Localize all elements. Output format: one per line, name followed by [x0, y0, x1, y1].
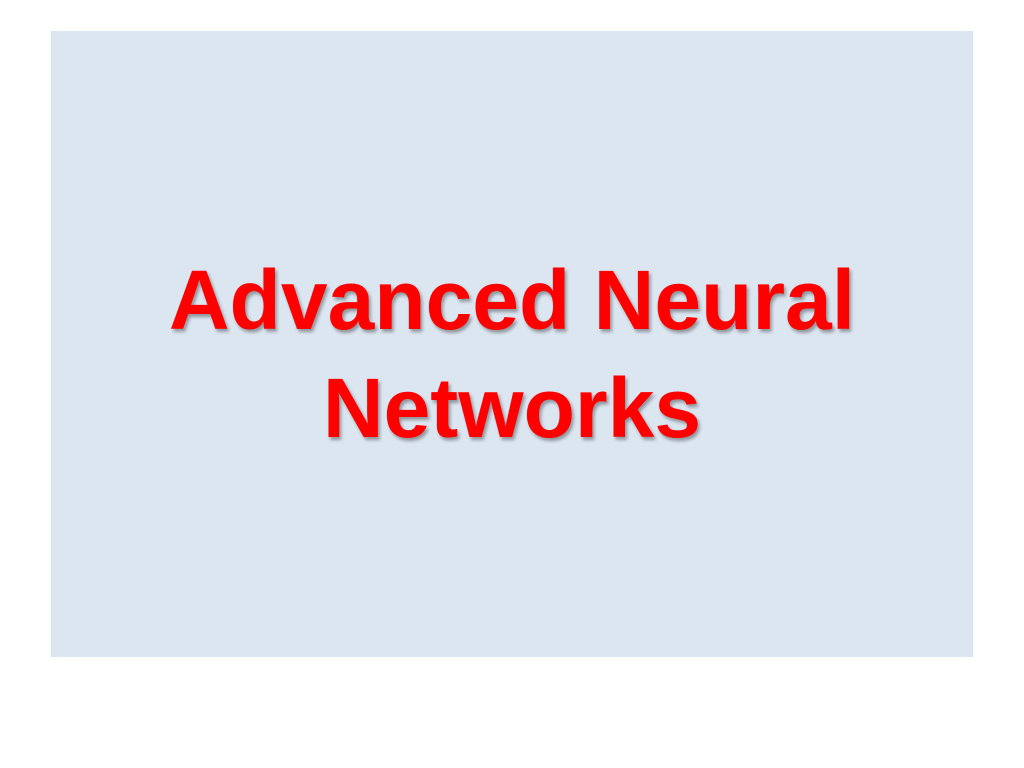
slide-title-line-2: Networks [322, 361, 702, 455]
slide-title: Advanced Neural Networks [169, 246, 855, 462]
title-panel: Advanced Neural Networks [51, 31, 973, 657]
slide-title-line-1: Advanced Neural [168, 253, 856, 347]
